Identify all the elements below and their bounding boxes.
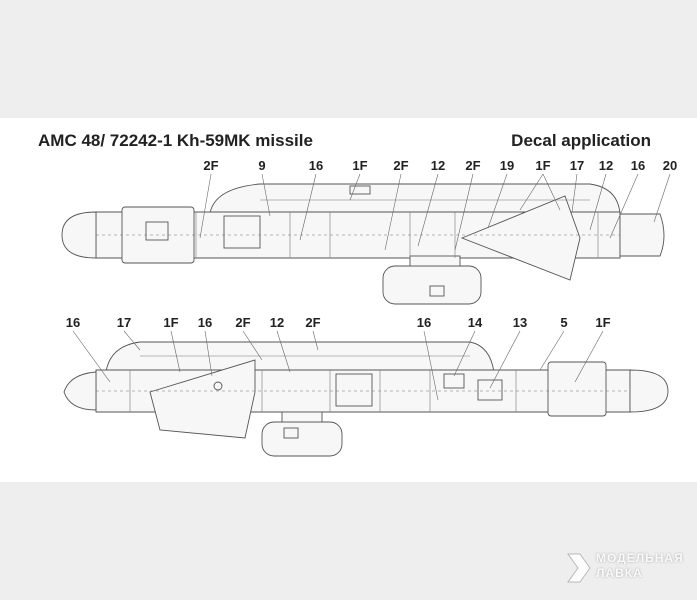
engine-pylon [409,255,461,267]
callout-label: 2F [203,158,219,173]
callout-label: 16 [630,158,646,173]
callout-label: 2F [235,315,251,330]
callout-label: 5 [560,315,568,330]
callout-label: 1F [352,158,368,173]
sheet-subtitle: Decal application [511,131,651,150]
watermark-logo-icon [567,553,591,583]
callout-label: 17 [116,315,132,330]
callout-label: 1F [535,158,551,173]
upper-fairing [105,341,495,373]
callout-label: 16 [308,158,324,173]
nose-cone [629,369,669,413]
access-panel [283,427,299,439]
engine-pylon [281,411,323,423]
leader-lines-top [199,173,671,251]
callout-label: 1F [163,315,179,330]
top-margin-band [0,0,697,118]
callout-label: 17 [569,158,585,173]
nose-cone [61,211,97,259]
access-panel [429,285,445,297]
instruction-sheet [0,118,697,482]
panel-lines-bottom [96,355,630,412]
callout-label: 12 [430,158,446,173]
watermark-text: МОДЕЛЬНАЯ ЛАВКА [596,551,684,581]
callout-label: 2F [465,158,481,173]
panel-lines-top [96,199,620,258]
access-panel [477,379,503,401]
missile-bottom-view [63,341,669,457]
engine-pod [382,265,482,305]
engine-pod [261,421,343,457]
callout-label: 16 [65,315,81,330]
access-panel [443,373,465,389]
access-panel [145,221,169,241]
callout-label: 1F [595,315,611,330]
missile-top-view [61,183,665,305]
watermark-line: ЛАВКА [596,566,643,580]
callout-label: 19 [499,158,515,173]
seeker-section [547,361,607,417]
watermark-line: МОДЕЛЬНАЯ [596,551,684,565]
callout-label: 16 [197,315,213,330]
callout-label: 16 [416,315,432,330]
sheet-title: AMC 48/ 72242-1 Kh-59MK missile [38,131,313,150]
access-panel [213,381,223,391]
callout-label: 2F [305,315,321,330]
leader-lines-bottom [72,330,604,401]
main-wing [460,195,581,281]
access-panel [349,185,371,195]
access-panel [223,215,261,249]
callout-label: 2F [393,158,409,173]
tail-section [63,371,97,411]
access-panel [335,373,373,407]
callout-label: 9 [258,158,266,173]
tail-section [619,213,665,257]
callout-label: 12 [598,158,614,173]
callout-label: 20 [662,158,678,173]
callout-label: 14 [467,315,483,330]
callout-label: 12 [269,315,285,330]
main-wing [149,359,256,439]
callout-label: 13 [512,315,528,330]
upper-fairing [209,183,621,215]
